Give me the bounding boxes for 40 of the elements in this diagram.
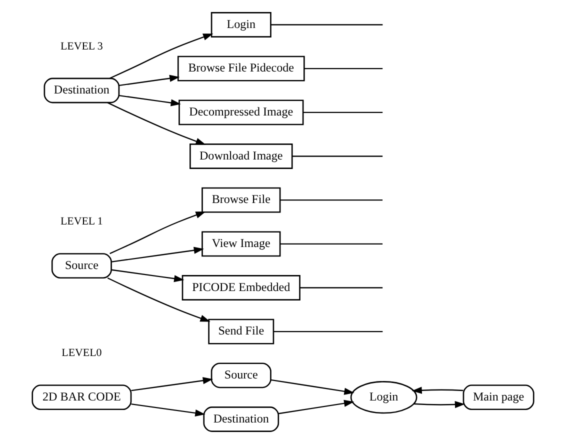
connector <box>303 112 383 114</box>
arrow <box>270 379 354 395</box>
arrow <box>131 377 213 392</box>
connector <box>304 68 383 70</box>
connector <box>274 330 383 332</box>
node-box: Main page <box>462 384 534 410</box>
arrow <box>414 401 466 408</box>
node-box: PICODE Embedded <box>182 275 300 300</box>
arrow <box>107 277 210 322</box>
connector <box>280 243 383 245</box>
node-box: Browse File Pidecode <box>177 56 305 82</box>
label: LEVEL0 <box>62 347 102 360</box>
arrow <box>278 400 354 414</box>
node-box: Destination <box>203 406 280 432</box>
node-box: Source <box>210 362 272 388</box>
arrow <box>119 74 180 86</box>
node-ellipse: Login <box>350 381 418 414</box>
arrow <box>110 212 206 254</box>
node-box: Source <box>51 253 112 279</box>
label: LEVEL 3 <box>60 40 103 52</box>
node-box: Login <box>210 12 272 38</box>
node-box: View Image <box>202 231 281 257</box>
connector <box>300 287 383 288</box>
node-box: Download Image <box>190 144 293 169</box>
node-box: Decompressed Image <box>178 100 304 126</box>
arrow <box>131 403 206 417</box>
node-box: Send File <box>208 318 274 344</box>
arrow <box>119 94 181 106</box>
arrow <box>112 246 204 262</box>
label: LEVEL 1 <box>60 216 103 228</box>
arrow <box>107 102 206 145</box>
connector <box>280 199 383 201</box>
connector <box>292 156 383 157</box>
arrow <box>110 34 214 79</box>
connector <box>271 24 383 26</box>
node-box: Destination <box>44 78 120 104</box>
node-box: Browse File <box>202 187 281 213</box>
node-box: 2D BAR CODE <box>32 384 132 410</box>
arrow <box>412 386 464 394</box>
arrow <box>112 269 184 282</box>
